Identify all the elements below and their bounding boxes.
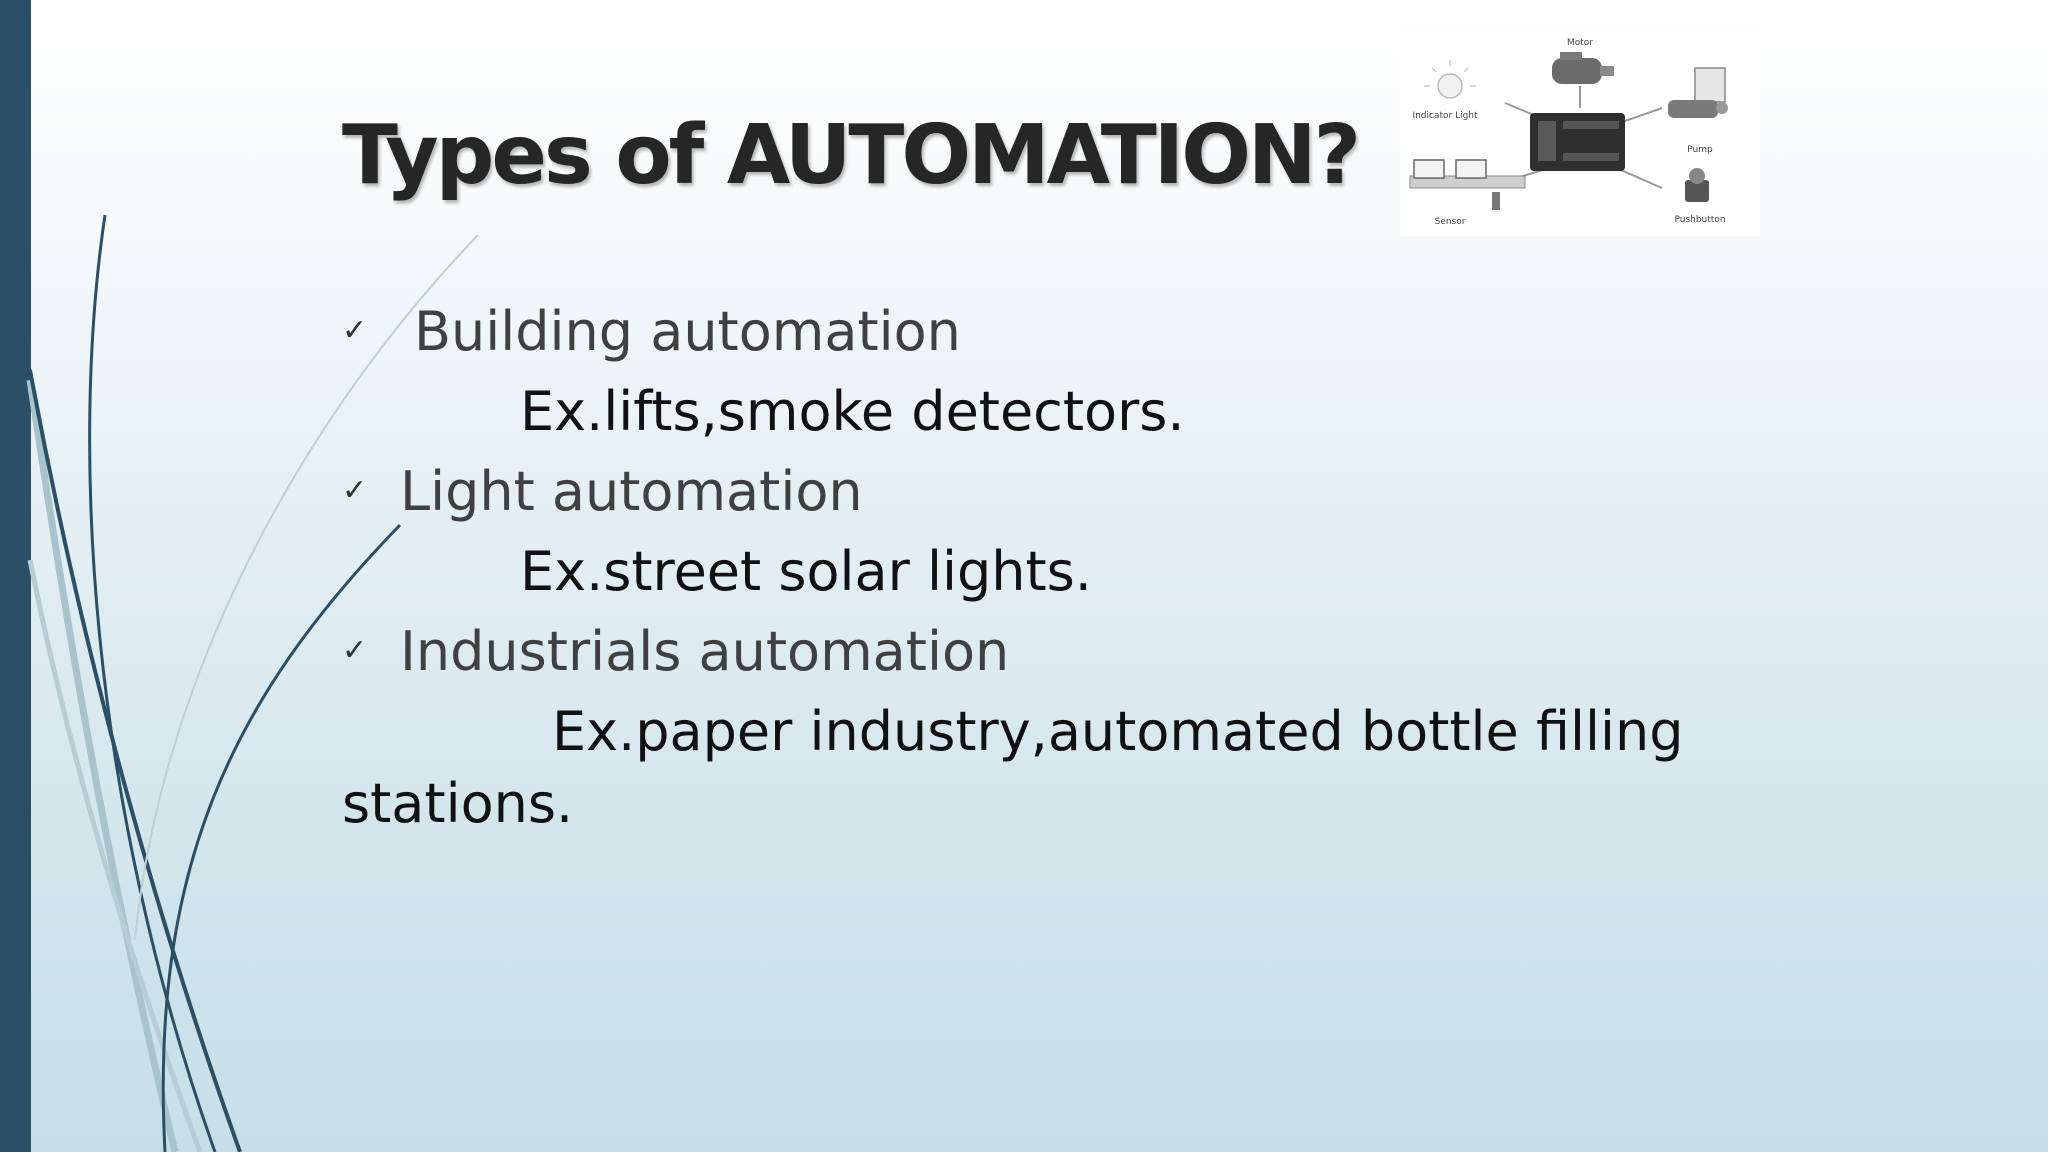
example-building: Ex.lifts,smoke detectors. (520, 380, 1185, 443)
pump-label: Pump (1687, 145, 1713, 155)
pump-icon: Pump (1668, 67, 1728, 155)
bullet-item-light: ✓ Light automation (342, 460, 863, 525)
slide-title: Types of AUTOMATION? (342, 108, 1361, 203)
indicator-light-icon: Indicator Light (1412, 60, 1478, 121)
bullet-item-building: ✓ Building automation (342, 300, 961, 365)
example-industrial-line2: stations. (342, 772, 574, 835)
automation-diagram-image: Motor Indicator Light Pump Sensor (1400, 28, 1760, 236)
bullet-label-light: Light automation (400, 460, 863, 523)
plc-controller-icon (1530, 113, 1625, 171)
example-light: Ex.street solar lights. (520, 540, 1092, 603)
checkmark-icon: ✓ (342, 473, 368, 509)
example-industrial-line1: Ex.paper industry,automated bottle filli… (552, 700, 1684, 763)
checkmark-icon: ✓ (342, 313, 368, 349)
sensor-conveyor-icon: Sensor (1409, 159, 1526, 227)
motor-icon: Motor (1552, 38, 1614, 84)
motor-label: Motor (1567, 38, 1593, 48)
pushbutton-icon: Pushbutton (1674, 168, 1726, 225)
bullet-label-building: Building automation (414, 300, 961, 363)
accent-bar (0, 0, 31, 1152)
bullet-label-industrial: Industrials automation (400, 620, 1010, 683)
checkmark-icon: ✓ (342, 633, 368, 669)
indicator-light-label: Indicator Light (1412, 111, 1478, 121)
bullet-item-industrial: ✓ Industrials automation (342, 620, 1009, 685)
decorative-swooshes (26, 214, 479, 1152)
pushbutton-label: Pushbutton (1674, 215, 1725, 225)
sensor-label: Sensor (1435, 217, 1466, 227)
